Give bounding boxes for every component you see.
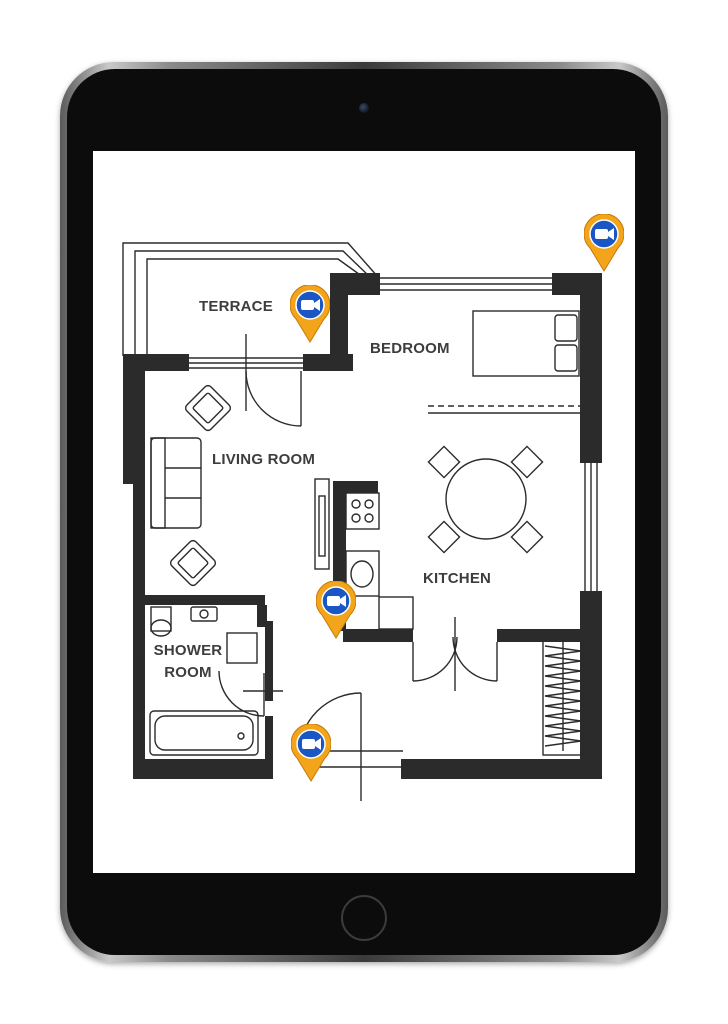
camera-pin-terrace[interactable] bbox=[290, 285, 330, 343]
room-label-living-room: LIVING ROOM bbox=[212, 451, 316, 468]
room-label-terrace: TERRACE bbox=[199, 298, 273, 315]
video-camera-icon bbox=[290, 285, 330, 343]
camera-pin-bedroom-corner[interactable] bbox=[584, 214, 624, 272]
home-button[interactable] bbox=[341, 895, 387, 941]
terrace-railing bbox=[122, 242, 379, 356]
floor-plan bbox=[122, 242, 602, 801]
room-label-shower-room: SHOWER ROOM bbox=[153, 642, 223, 681]
room-label-kitchen: KITCHEN bbox=[423, 570, 492, 587]
video-camera-icon bbox=[584, 214, 624, 272]
camera-pin-entrance[interactable] bbox=[291, 724, 331, 782]
room-label-bedroom: BEDROOM bbox=[370, 340, 450, 357]
video-camera-icon bbox=[291, 724, 331, 782]
video-camera-icon bbox=[316, 581, 356, 639]
camera-pin-kitchen[interactable] bbox=[316, 581, 356, 639]
front-camera-icon bbox=[359, 103, 369, 113]
screen: TERRACE BEDROOM LIVING ROOM KITCHEN SHOW… bbox=[93, 151, 635, 873]
walls bbox=[123, 273, 602, 779]
